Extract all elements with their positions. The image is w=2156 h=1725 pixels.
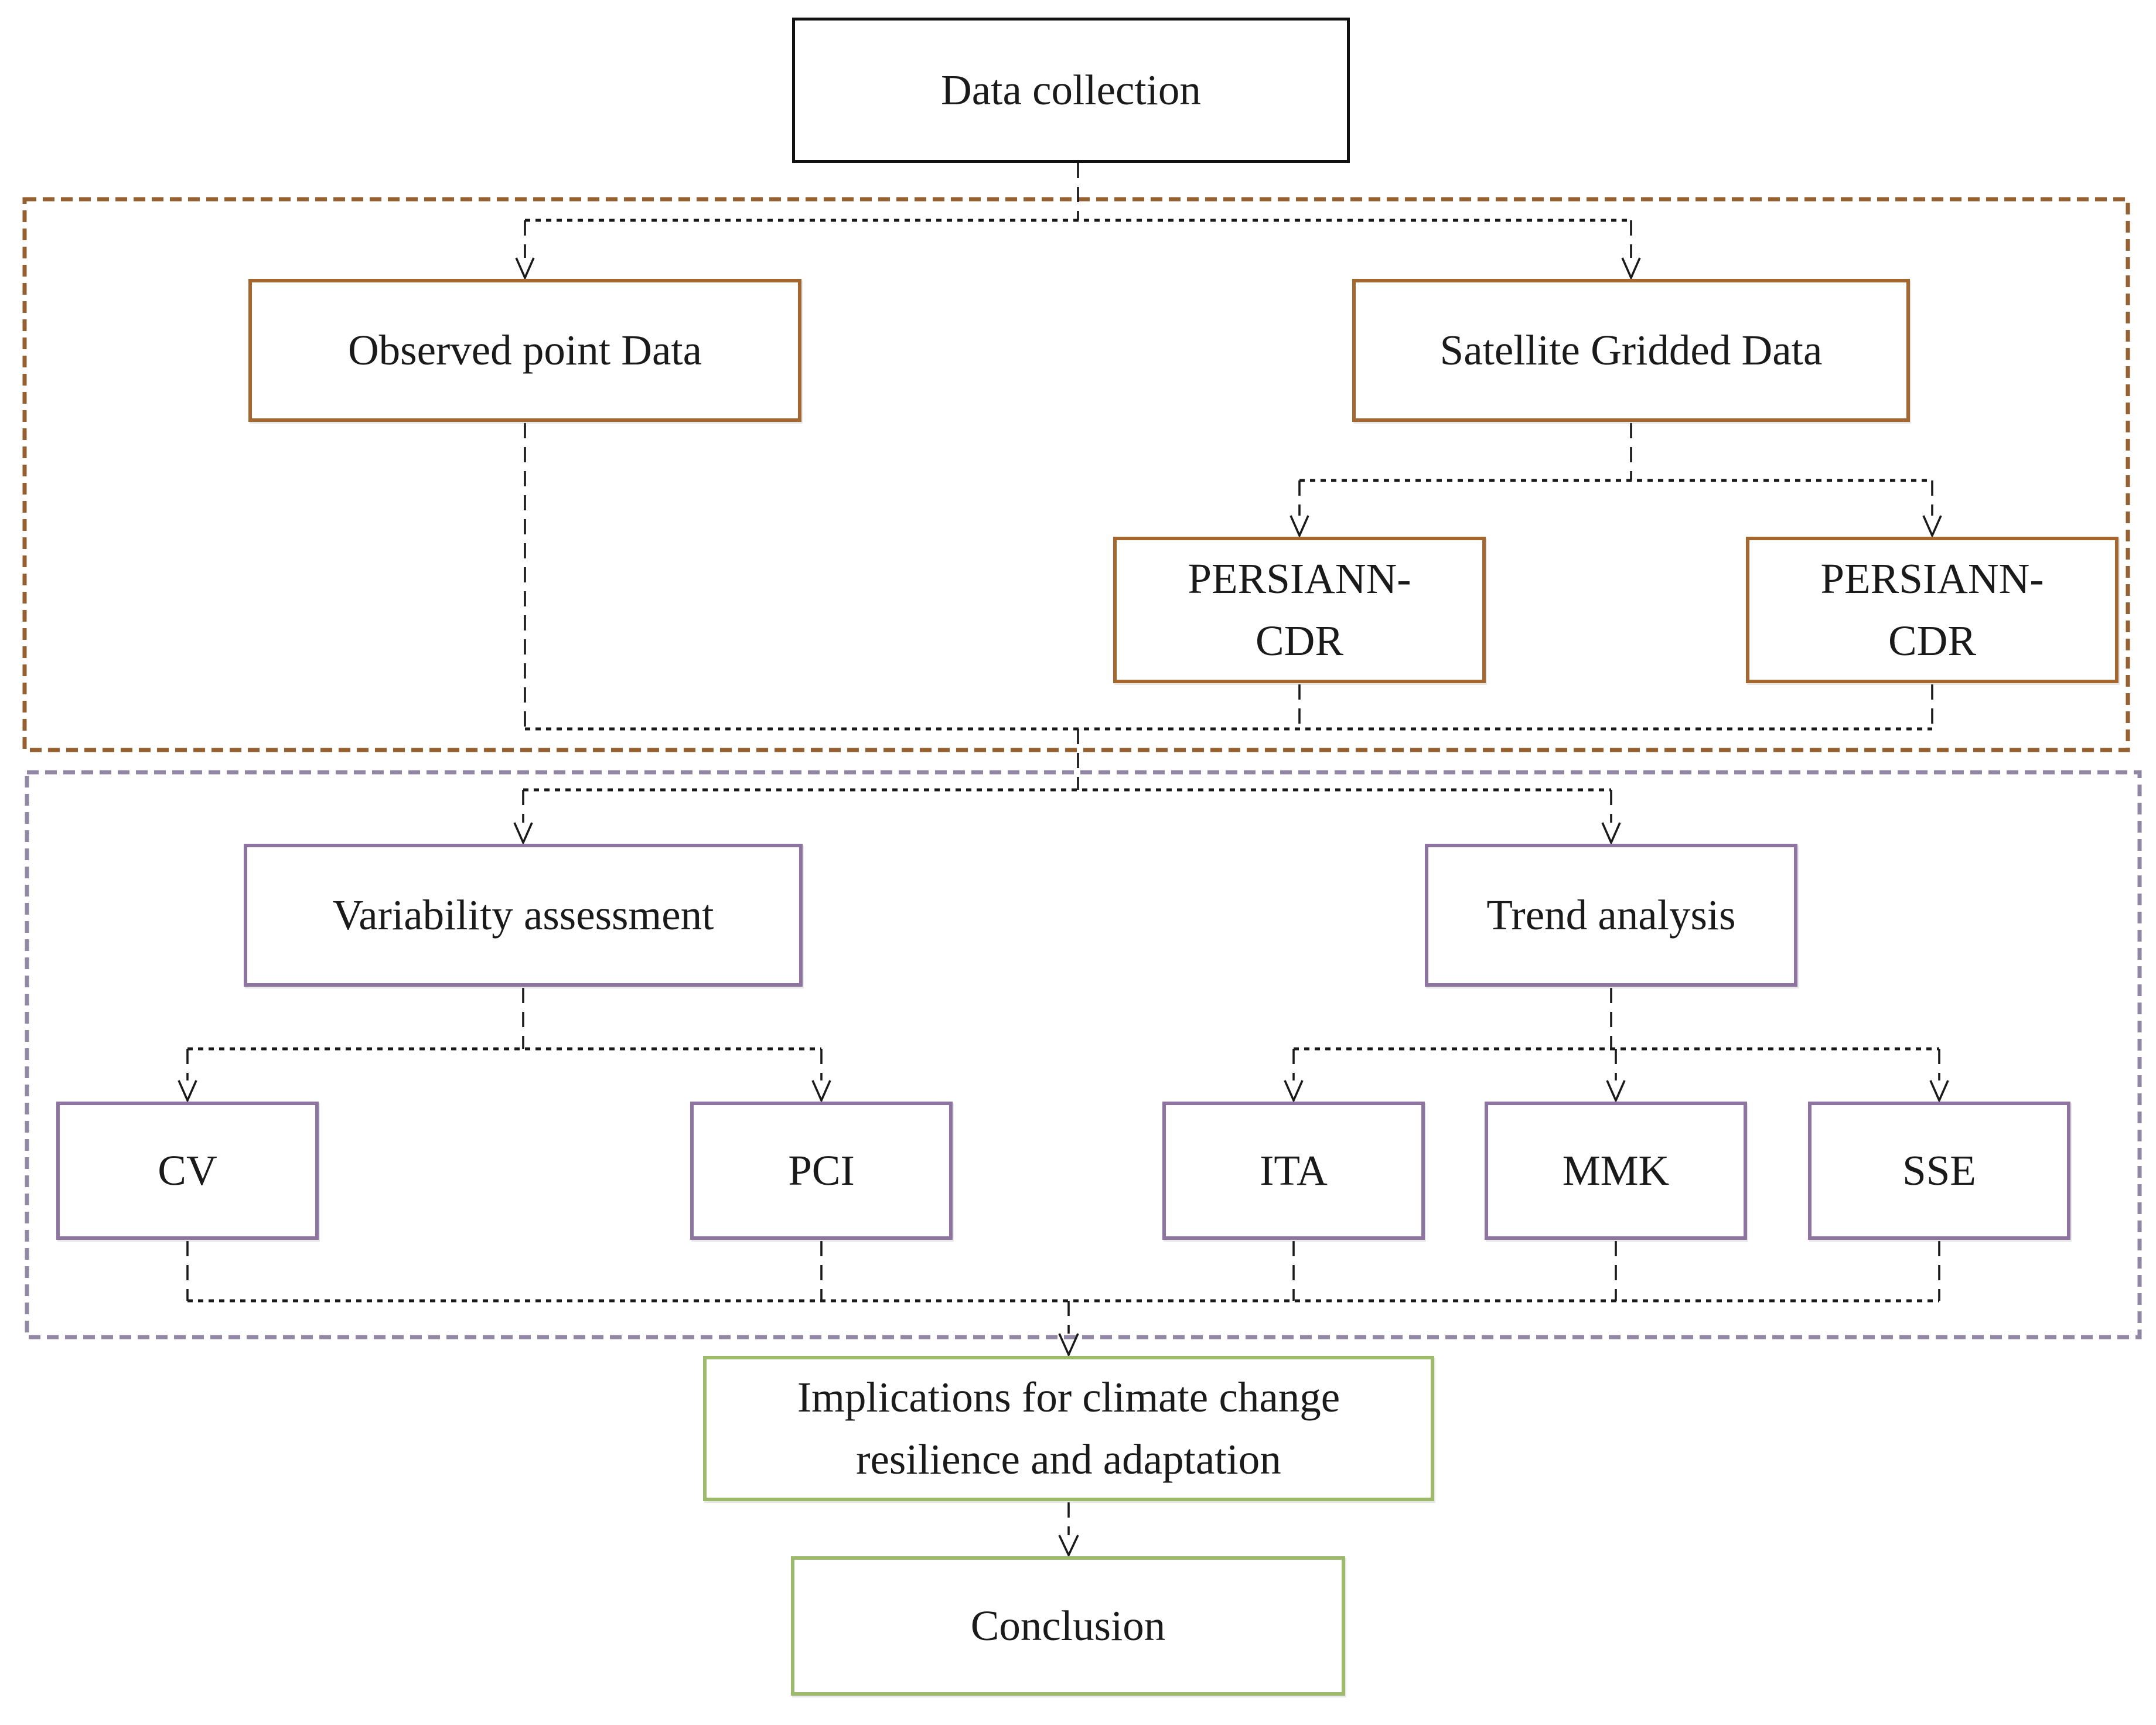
box-label: Trend analysis — [1486, 891, 1736, 939]
box-label: PCI — [788, 1147, 855, 1195]
box-mmk: MMK — [1485, 1102, 1747, 1240]
box-label: Variability assessment — [332, 891, 714, 939]
box-ita: ITA — [1162, 1102, 1425, 1240]
box-label: SSE — [1902, 1147, 1976, 1195]
vertical-connectors — [186, 163, 1940, 1535]
box-observed-point-data: Observed point Data — [248, 279, 801, 422]
analysis-group-container — [25, 770, 2142, 1339]
box-persiann-cdr-left: PERSIANN- CDR — [1113, 537, 1486, 683]
box-label: Observed point Data — [347, 326, 702, 374]
box-label-line: PERSIANN- — [1188, 555, 1411, 603]
box-label-line: CDR — [1255, 617, 1344, 664]
box-trend-analysis: Trend analysis — [1425, 844, 1797, 987]
box-implications: Implications for climate change resilien… — [703, 1356, 1434, 1501]
box-label: MMK — [1562, 1147, 1670, 1195]
box-variability-assessment: Variability assessment — [244, 844, 803, 987]
box-label-line: resilience and adaptation — [856, 1436, 1281, 1483]
box-pci: PCI — [690, 1102, 953, 1240]
arrowheads — [178, 257, 1949, 1558]
box-label-line: Implications for climate change — [797, 1373, 1340, 1421]
box-conclusion: Conclusion — [791, 1556, 1345, 1696]
box-label: CV — [158, 1147, 217, 1195]
box-label: Conclusion — [970, 1602, 1166, 1650]
box-label: Satellite Gridded Data — [1439, 326, 1823, 374]
box-cv: CV — [56, 1102, 319, 1240]
data-group-container — [22, 197, 2130, 752]
box-sse: SSE — [1808, 1102, 2070, 1240]
horizontal-connectors — [187, 219, 1939, 1303]
box-data-collection: Data collection — [792, 18, 1350, 163]
box-label-line: PERSIANN- — [1820, 555, 2044, 603]
box-persiann-cdr-right: PERSIANN- CDR — [1746, 537, 2119, 683]
box-satellite-gridded-data: Satellite Gridded Data — [1352, 279, 1910, 422]
box-label: Data collection — [941, 66, 1201, 114]
box-label: ITA — [1260, 1147, 1328, 1195]
box-label-line: CDR — [1888, 617, 1977, 664]
